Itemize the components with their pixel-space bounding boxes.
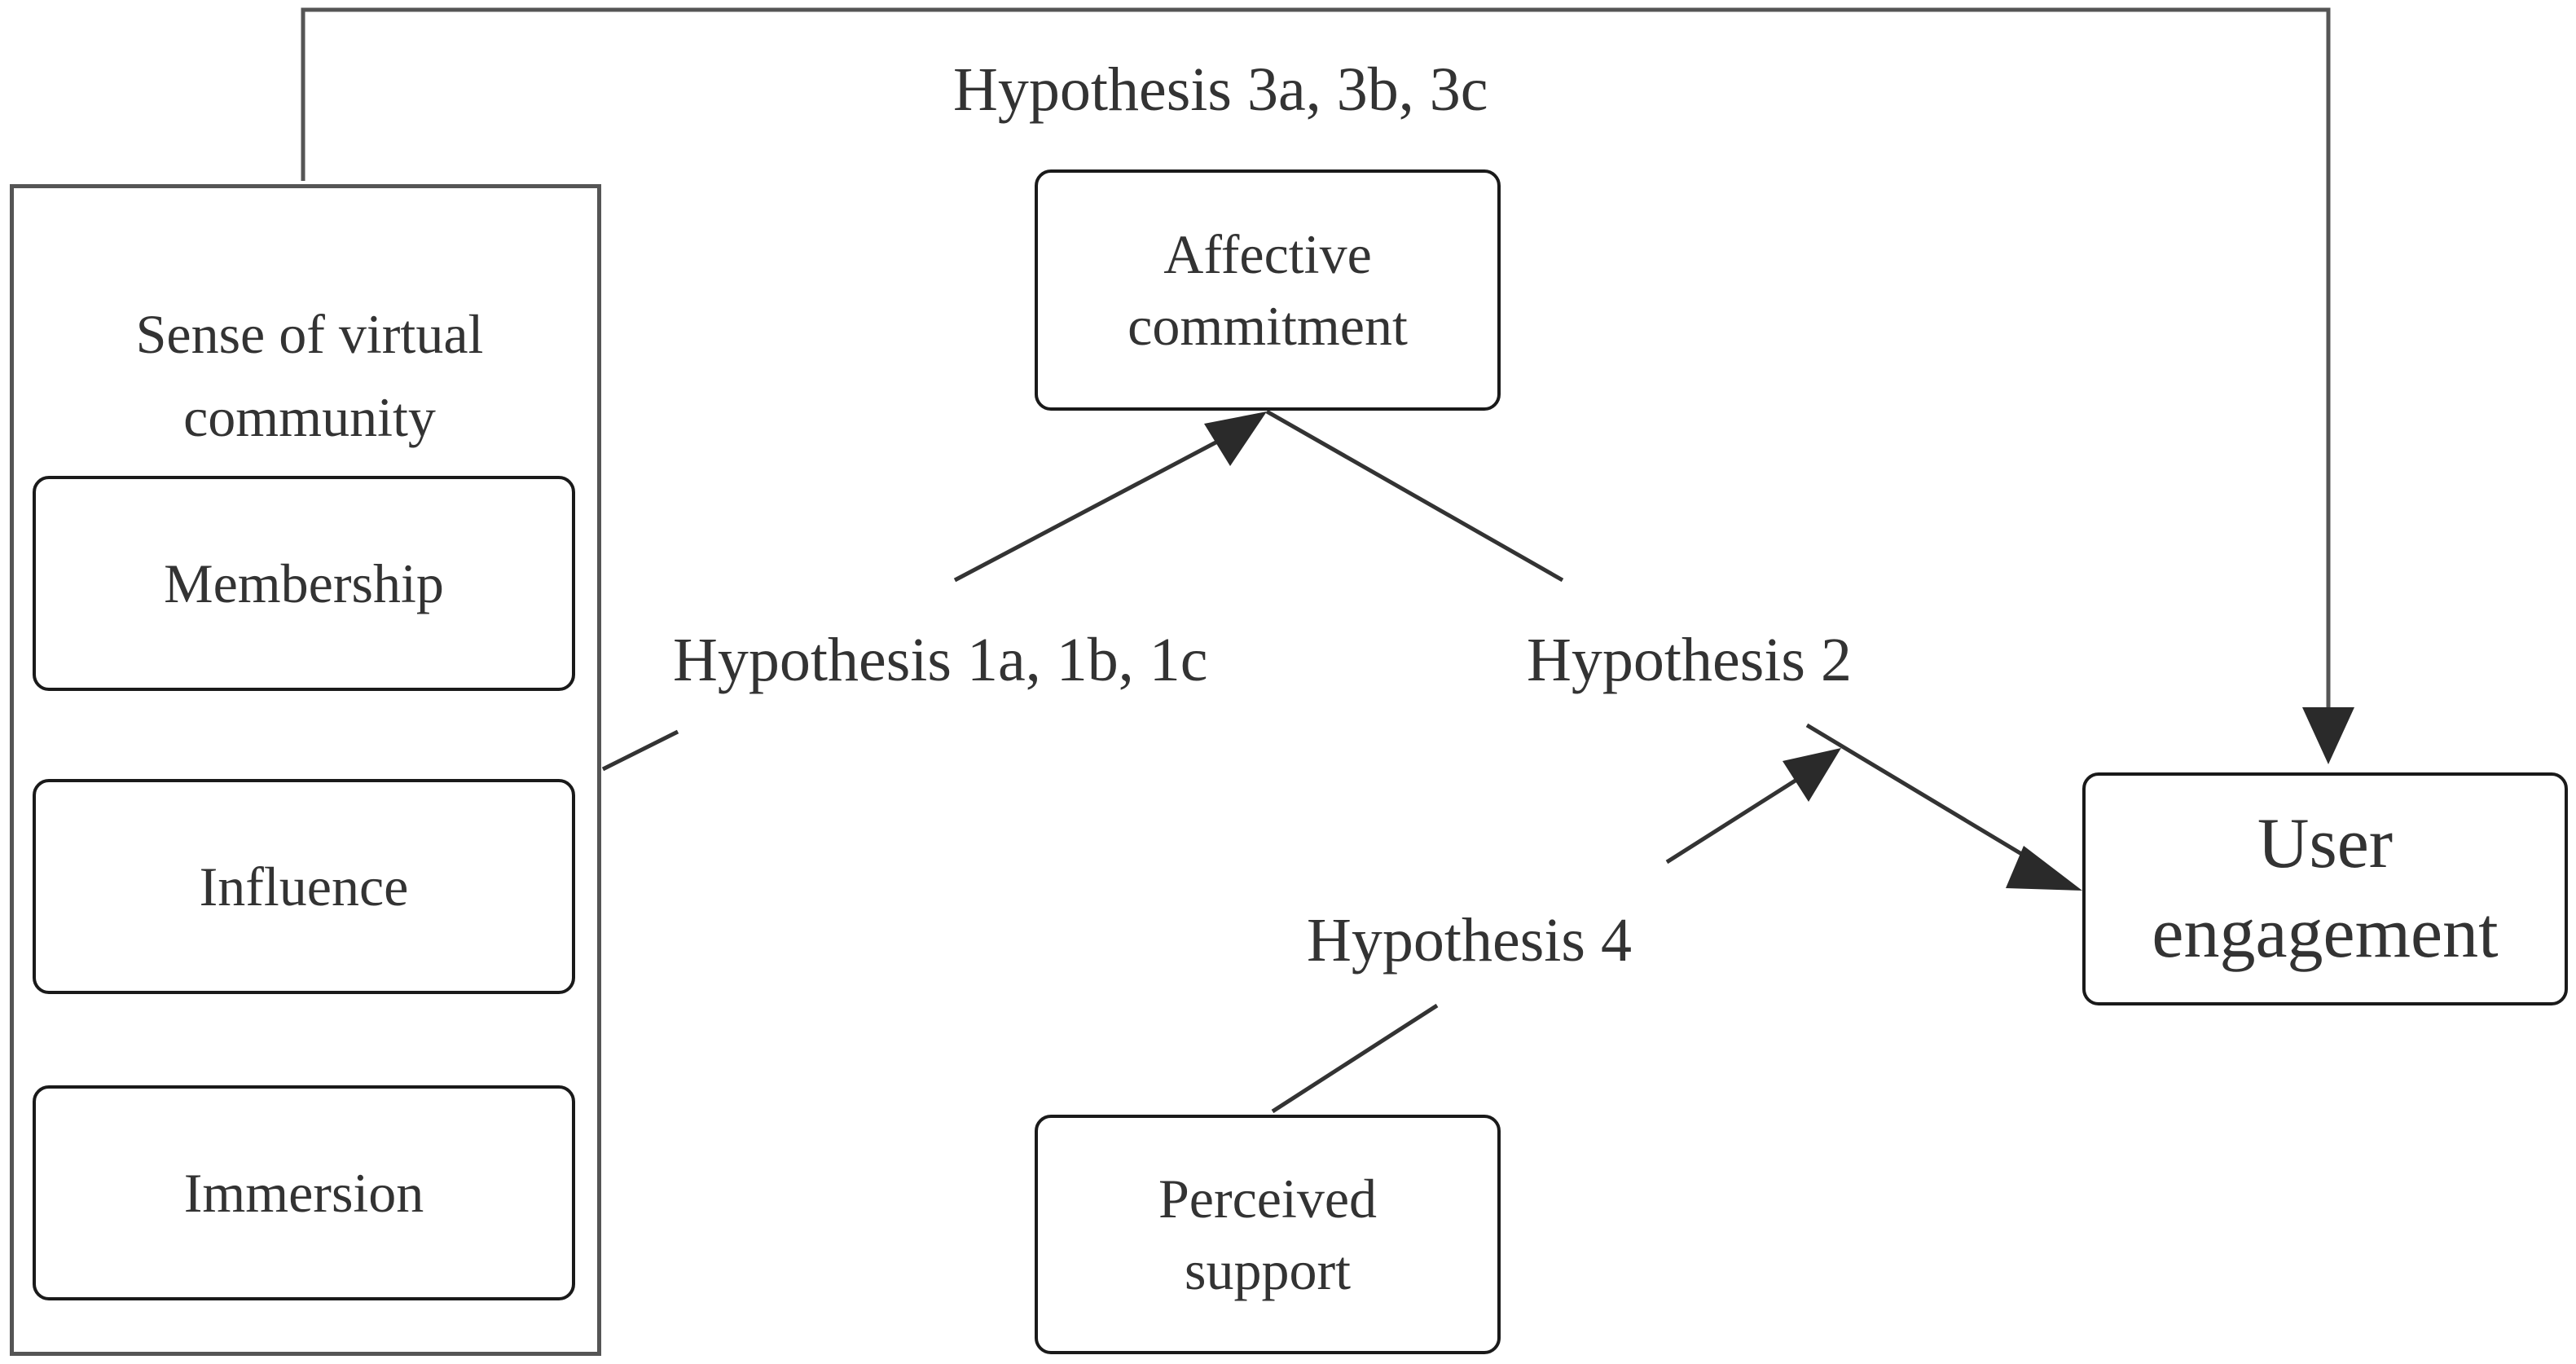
h4-arrowhead — [1783, 748, 1841, 802]
sense-of-virtual-community-title: Sense of virtual community — [135, 303, 484, 448]
h3-arrowhead — [2302, 707, 2354, 764]
hypothesis-1-label: Hypothesis 1a, 1b, 1c — [673, 626, 1208, 694]
hypothesis-2-label: Hypothesis 2 — [1527, 626, 1852, 694]
user-engagement-node: User engagement — [2082, 772, 2568, 1005]
affective-commitment-label: Affective commitment — [1128, 222, 1408, 357]
immersion-node: Immersion — [33, 1085, 575, 1300]
perceived-support-node: Perceived support — [1035, 1115, 1501, 1354]
h2-arrowhead — [2006, 846, 2082, 891]
hypothesis-3-label: Hypothesis 3a, 3b, 3c — [953, 55, 1488, 124]
h3-connector — [301, 7, 2331, 733]
h2-connector-upper — [1265, 409, 1564, 583]
immersion-label: Immersion — [183, 1161, 424, 1224]
h1-connector-upper — [953, 438, 1222, 583]
hypothesis-4-label: Hypothesis 4 — [1307, 906, 1632, 975]
h1-connector-lower — [601, 729, 679, 772]
user-engagement-label: User engagement — [2152, 804, 2499, 973]
membership-label: Membership — [164, 552, 444, 614]
h2-connector-lower — [1805, 723, 2037, 865]
affective-commitment-node: Affective commitment — [1035, 169, 1501, 411]
perceived-support-label: Perceived support — [1158, 1167, 1378, 1301]
influence-node: Influence — [33, 779, 575, 994]
membership-node: Membership — [33, 476, 575, 691]
h1-arrowhead — [1204, 411, 1267, 466]
influence-label: Influence — [199, 855, 409, 917]
h4-connector-lower — [1271, 1003, 1439, 1114]
h4-connector-upper — [1665, 775, 1802, 865]
